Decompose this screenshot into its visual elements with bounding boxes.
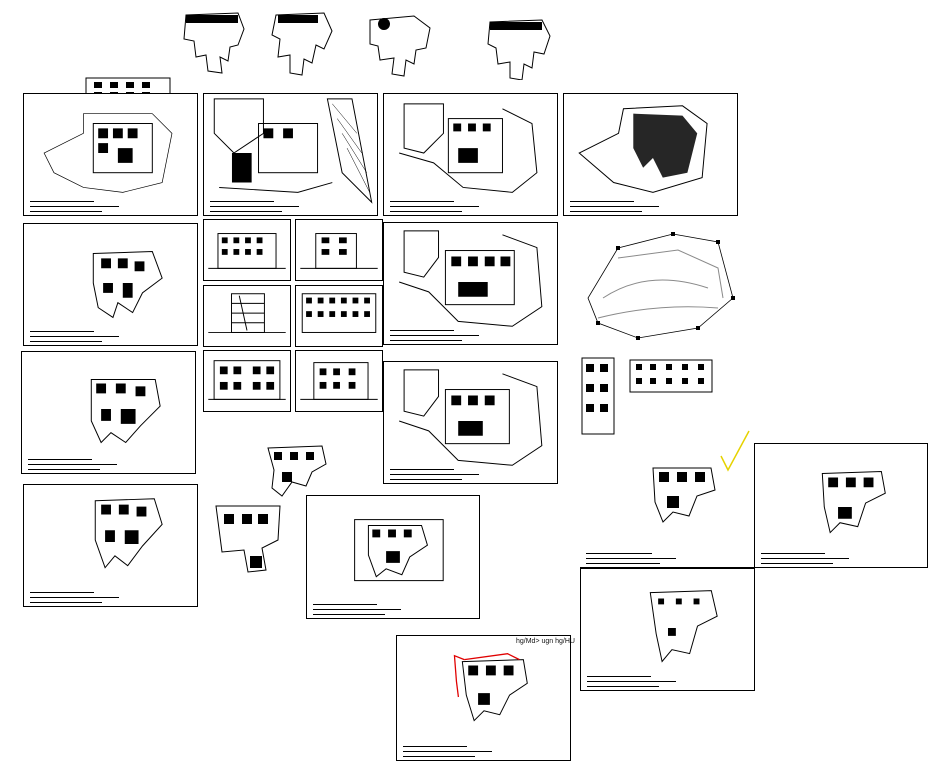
site-outline-thumbnail (266, 5, 340, 77)
site-outline-thumbnail (178, 5, 252, 77)
title-block (30, 592, 191, 604)
drawing-sheet-elevation[interactable] (295, 219, 383, 281)
title-block (390, 330, 551, 342)
drawing-sheet-site-plan[interactable] (383, 93, 558, 216)
site-survey-contour-figure (578, 228, 748, 346)
drawing-sheet-site-plan[interactable] (23, 93, 198, 216)
drawing-sheet-elevation[interactable] (295, 285, 383, 347)
drawing-sheet-floor-plan[interactable] (754, 443, 928, 568)
title-block (210, 201, 371, 213)
floor-plan-thumbnail (262, 442, 332, 500)
title-block (313, 604, 473, 616)
red-outline-markup-icon (453, 654, 465, 698)
drawing-sheet-elevation[interactable] (295, 350, 383, 412)
title-block (570, 201, 731, 213)
drawing-sheet-floor-plan[interactable] (23, 484, 198, 607)
drawing-sheet-elevation[interactable] (203, 219, 291, 281)
drawing-sheet-floor-plan[interactable] (23, 223, 198, 346)
title-block (761, 553, 921, 565)
elevation-thumbnail (578, 354, 618, 438)
drawing-sheet-floor-plan-marked[interactable] (396, 635, 571, 761)
title-block (28, 459, 189, 471)
drawing-sheet-site-plan-hatched[interactable] (563, 93, 738, 216)
title-block (390, 201, 551, 213)
title-block (587, 676, 748, 688)
drawing-sheet-site-plan[interactable] (383, 361, 558, 484)
floor-plan-thumbnail (645, 462, 721, 526)
handwritten-annotation: hg/Md> ugn hg/HU (516, 638, 575, 645)
title-block (30, 331, 191, 343)
title-block (586, 553, 750, 565)
site-outline-thumbnail (362, 8, 436, 80)
drawing-sheet-elevation[interactable] (203, 350, 291, 412)
floor-plan-thumbnail (210, 500, 286, 578)
title-block (403, 746, 564, 758)
drawing-sheet-floor-plan[interactable] (21, 351, 196, 474)
title-block (390, 469, 551, 481)
drawing-sheet-site-plan[interactable] (383, 222, 558, 345)
drawing-sheet-roof-plan[interactable] (580, 568, 755, 691)
site-outline-thumbnail (484, 8, 558, 81)
drawing-sheet-section[interactable] (203, 285, 291, 347)
drawing-sheet-site-plan[interactable] (203, 93, 378, 216)
check-mark-icon (718, 428, 752, 474)
elevation-thumbnail (626, 354, 716, 396)
drawing-sheet-floor-plan[interactable] (580, 443, 756, 568)
title-block (30, 201, 191, 213)
drawing-sheet-floor-plan-detail[interactable] (306, 495, 480, 619)
